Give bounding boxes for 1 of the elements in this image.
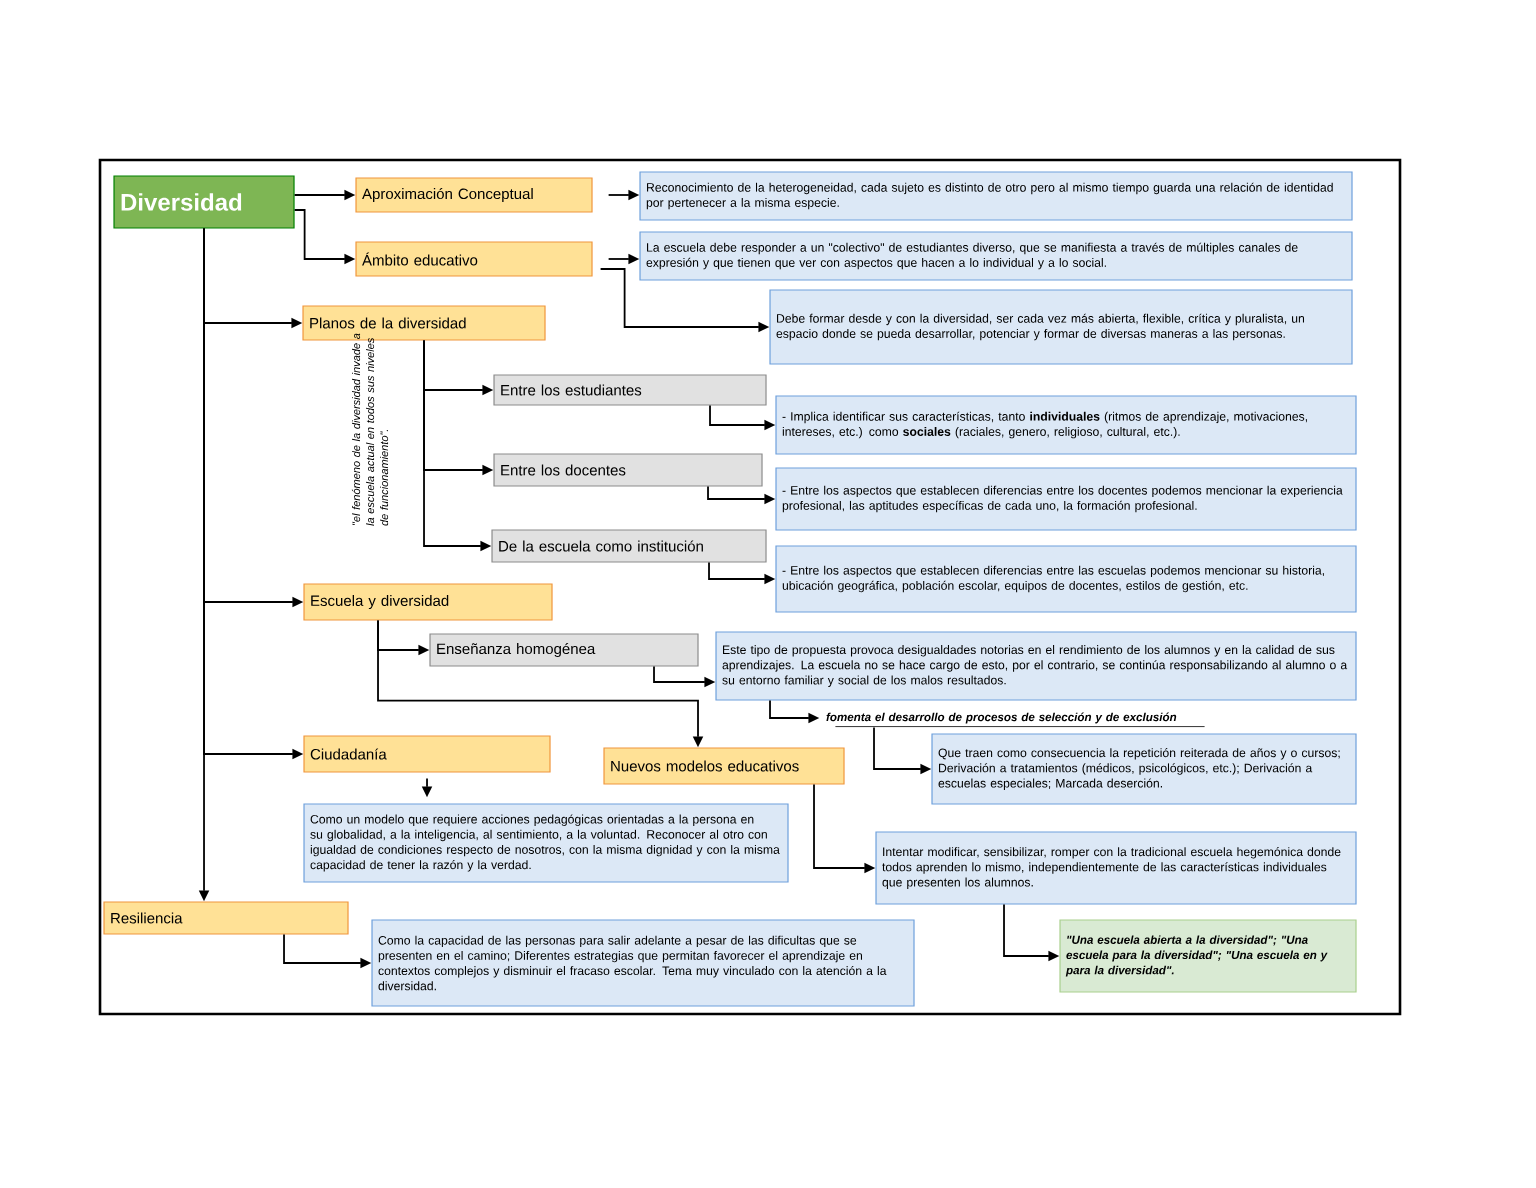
title-box: Diversidad xyxy=(113,175,295,229)
